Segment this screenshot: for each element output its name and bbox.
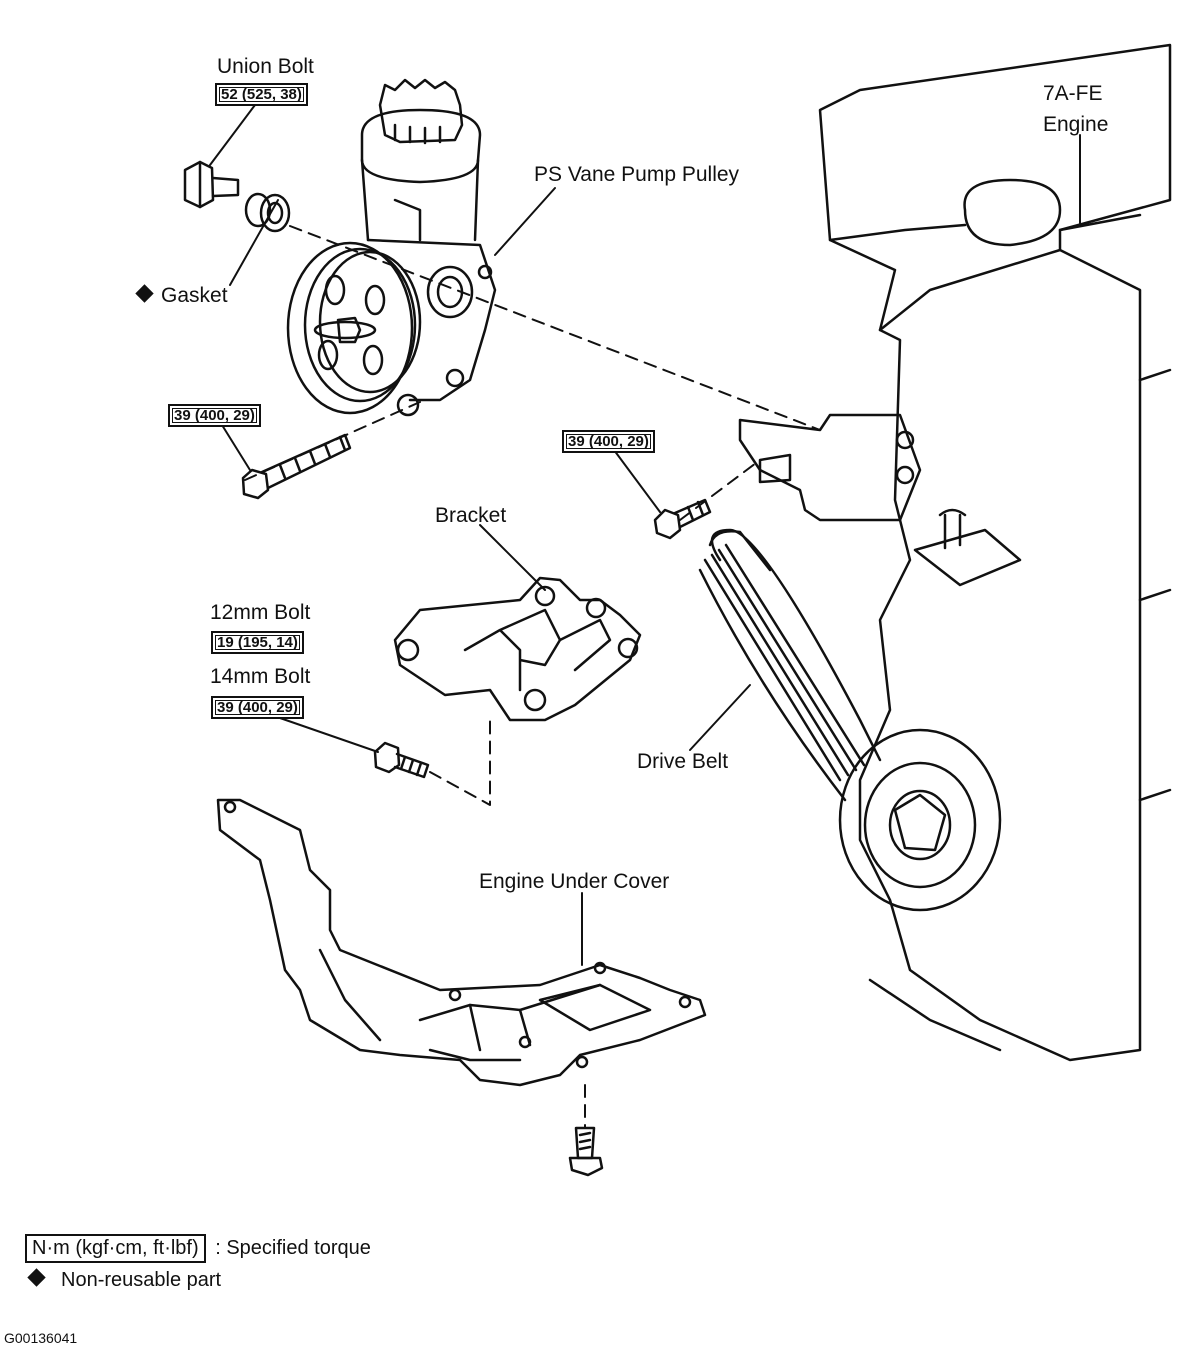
drive-belt-label: Drive Belt [637, 750, 729, 773]
legend-non-reusable-row: Non-reusable part [27, 1268, 222, 1292]
legend-torque-unit: N·m (kgf·cm, ft·lbf) [25, 1234, 206, 1263]
gasket-label-text: Gasket [161, 284, 228, 307]
mounting-bolt-12-14mm [373, 741, 430, 779]
ps-vane-pump [286, 78, 497, 417]
bracket [393, 576, 642, 722]
legend-non-reusable-text: Non-reusable part [61, 1269, 222, 1291]
assembly-guide-lines [244, 225, 821, 1129]
union-bolt-label: Union Bolt [217, 55, 314, 78]
diamond-icon [27, 1268, 46, 1287]
legend-torque-desc: : Specified torque [215, 1237, 371, 1259]
gasket-label: Gasket [135, 284, 228, 307]
bracket-bolt-torque: 39 (400, 29) [562, 430, 655, 454]
union-bolt-and-gasket [183, 160, 291, 233]
engine-under-cover [216, 798, 707, 1087]
figure-code: G00136041 [4, 1330, 78, 1346]
ps-pulley-label: PS Vane Pump Pulley [534, 163, 740, 186]
under-cover-bolt [568, 1126, 604, 1177]
bolt-14mm-torque: 39 (400, 29) [211, 696, 304, 720]
drive-belt-assembly [698, 528, 1002, 912]
engine-label-line2: Engine [1043, 113, 1109, 136]
under-cover-label: Engine Under Cover [479, 870, 670, 893]
bolt-12mm-torque: 19 (195, 14) [211, 631, 304, 655]
bolt-14mm-label: 14mm Bolt [210, 665, 311, 688]
bolt-12mm-label: 12mm Bolt [210, 601, 311, 624]
engine-label-line1: 7A-FE [1043, 82, 1103, 105]
legend-torque-row: N·m (kgf·cm, ft·lbf) : Specified torque [25, 1234, 371, 1263]
leader-lines [209, 104, 1081, 966]
bracket-label: Bracket [435, 504, 507, 527]
engine-block [738, 43, 1172, 1062]
pump-mounting-bolt [241, 433, 352, 500]
diamond-icon [135, 284, 154, 303]
bracket-bolt [653, 498, 712, 540]
pump-bolt-torque: 39 (400, 29) [168, 404, 261, 428]
union-bolt-torque: 52 (525, 38) [215, 83, 308, 107]
